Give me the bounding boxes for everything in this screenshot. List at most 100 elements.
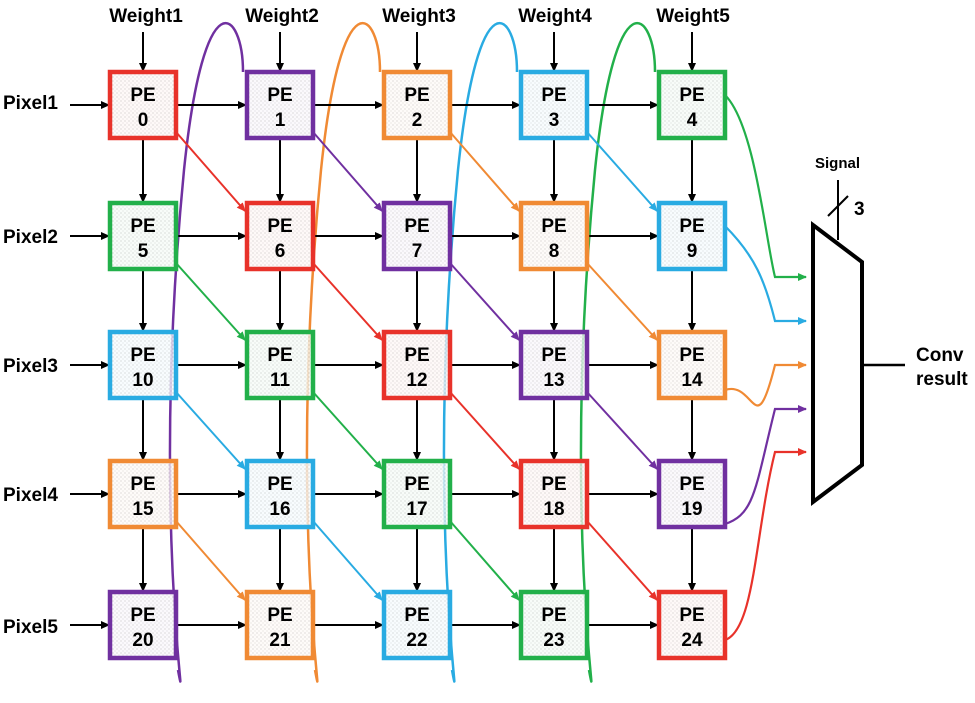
pe-5-box (107, 200, 179, 272)
diagonal-arrow-17-23 (449, 520, 520, 601)
pe-1-label: PE (267, 85, 292, 106)
pe-7-index: 7 (412, 241, 423, 262)
pe-19-box (656, 458, 728, 530)
diagonal-arrow-group (175, 131, 658, 601)
diagonal-arrow-0-6 (175, 131, 246, 212)
pe-0-label: PE (130, 85, 155, 106)
weight-label-5: Weight5 (656, 6, 730, 27)
mux-input-arrow-group (724, 94, 807, 642)
pixel-label-4: Pixel4 (3, 485, 58, 506)
pe-15-label: PE (130, 474, 155, 495)
weight-loop-1 (168, 21, 245, 683)
mux-output-label-line2: result (916, 369, 968, 390)
weight-label-1: Weight1 (109, 6, 183, 27)
pe-3-label: PE (541, 85, 566, 106)
pe-24-label: PE (679, 605, 704, 626)
pe-5: PE 5 (107, 200, 179, 272)
pe-7-box (381, 200, 453, 272)
mux-input-arrow-5 (724, 448, 807, 642)
weight-loop-3 (442, 21, 519, 683)
pe-16-label: PE (267, 474, 292, 495)
pixel-labels: Pixel1 Pixel2 Pixel3 Pixel4 Pixel5 (3, 93, 58, 638)
pe-5-label: PE (130, 216, 155, 237)
mux-signal-bus-slash (827, 195, 849, 217)
pe-11-label: PE (267, 345, 292, 366)
pe-24-box (656, 589, 728, 661)
pe-8-index: 8 (549, 241, 560, 262)
pe-6-index: 6 (275, 241, 286, 262)
pe-16-index: 16 (269, 499, 290, 520)
weight-label-3: Weight3 (382, 6, 456, 27)
weight-label-2: Weight2 (245, 6, 319, 27)
pe-21-index: 21 (269, 630, 291, 651)
pe-15-index: 15 (132, 499, 154, 520)
pe-16: PE 16 (244, 458, 316, 530)
pe-4: PE4 (656, 69, 728, 141)
mux-input-arrow-4 (724, 405, 807, 526)
diagonal-arrow-16-22 (312, 520, 383, 601)
weight-label-4: Weight4 (518, 6, 592, 27)
mux-input-arrow-1 (724, 94, 807, 281)
pe-grid: PE0PE1PE2PE3PE4PE5PE6PE7PE8PE9PE10PE11PE… (107, 69, 728, 661)
diagonal-arrow-18-24 (586, 520, 658, 601)
pe-20-box (107, 589, 179, 661)
diagonal-arrow-3-9 (586, 131, 658, 212)
pe-21: PE 21 (244, 589, 316, 661)
diagonal-arrow-10-16 (175, 391, 246, 470)
diagonal-arrow-12-18 (449, 391, 520, 470)
pe-5-index: 5 (138, 241, 149, 262)
pe-9-index: 9 (687, 241, 698, 262)
pe-11: PE 11 (244, 329, 316, 401)
pe-1-box (244, 69, 316, 141)
pe-9: PE9 (656, 200, 728, 272)
pe-3: PE3 (518, 69, 590, 141)
pe-6-box (244, 200, 316, 272)
mux-input-arrow-2 (724, 225, 807, 325)
pe-17-index: 17 (406, 499, 427, 520)
mux-signal-width: 3 (854, 199, 865, 220)
pe-7-label: PE (404, 216, 429, 237)
diagonal-arrow-8-14 (586, 262, 658, 341)
pe-21-label: PE (267, 605, 292, 626)
pe-22-label: PE (404, 605, 429, 626)
pe-2-box (381, 69, 453, 141)
pe-7: PE 7 (381, 200, 453, 272)
pe-22-box (381, 589, 453, 661)
pe-18-label: PE (541, 474, 566, 495)
diagonal-arrow-15-21 (175, 520, 246, 601)
pe-8-label: PE (541, 216, 566, 237)
pe-8: PE 8 (518, 200, 590, 272)
pe-4-label: PE (679, 85, 704, 106)
pe-19-index: 19 (681, 499, 702, 520)
weight-labels: Weight1 Weight2 Weight3 Weight4 Weight5 (109, 6, 730, 27)
mux-input-arrow-3 (724, 361, 807, 407)
diagonal-arrow-2-8 (449, 131, 520, 212)
pixel-label-3: Pixel3 (3, 356, 58, 377)
pe-23-index: 23 (543, 630, 564, 651)
pe-8-box (518, 200, 590, 272)
pe-19: PE 19 (656, 458, 728, 530)
pixel-label-5: Pixel5 (3, 617, 58, 638)
diagonal-arrow-11-17 (312, 391, 383, 470)
pe-17-label: PE (404, 474, 429, 495)
weight-loop-4 (579, 21, 657, 683)
mux-signal-label: Signal (815, 155, 860, 172)
pe-15: PE 15 (107, 458, 179, 530)
diagonal-arrow-5-11 (175, 262, 246, 341)
pe-0: PE0 (107, 69, 179, 141)
pixel-label-1: Pixel1 (3, 93, 58, 114)
pe-20-label: PE (130, 605, 155, 626)
pe-0-box (107, 69, 179, 141)
pe-19-label: PE (679, 474, 704, 495)
pe-11-index: 11 (270, 370, 291, 391)
pe-2: PE2 (381, 69, 453, 141)
pe-18-index: 18 (543, 499, 564, 520)
pe-2-index: 2 (412, 110, 423, 131)
